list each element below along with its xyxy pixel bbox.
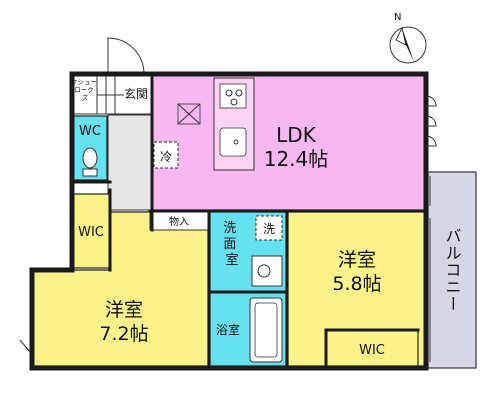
western-right-size: 5.8帖: [332, 273, 381, 295]
fridge-label: 冷: [160, 150, 172, 164]
bath-label: 浴室: [216, 322, 240, 337]
washer-label: 洗: [263, 222, 275, 236]
balcony-area: [427, 171, 477, 369]
fridge-space: 冷: [153, 141, 179, 169]
sink-icon: [219, 127, 247, 157]
toilet-icon: [82, 147, 98, 177]
compass-north-label: N: [394, 12, 401, 23]
western-right-name: 洋室: [338, 249, 376, 271]
ldk-size: 12.4帖: [264, 147, 329, 171]
entrance-door-icon: [107, 37, 145, 75]
wash-basin-icon: [251, 255, 283, 287]
shoe-closet-label: クシュー ローク ズ: [71, 78, 99, 102]
hallway: [107, 114, 153, 211]
wic-right-label: WIC: [359, 343, 385, 358]
wic-left-room: [71, 193, 111, 269]
western-left-name: 洋室: [105, 299, 143, 321]
bathtub-icon: [249, 297, 283, 363]
wc-label: WC: [79, 124, 101, 139]
entrance-floor: [96, 75, 153, 115]
stove-icon: [219, 83, 247, 109]
storage-label: 物入: [169, 215, 189, 228]
vent-icon: [177, 103, 201, 125]
washer-space: 洗: [255, 215, 283, 241]
walls: [29, 71, 429, 371]
entrance-label: 玄関: [124, 86, 148, 101]
western-left-size: 7.2帖: [99, 323, 148, 345]
wic-right-room: [325, 329, 419, 367]
balcony-label: バルコニー: [443, 228, 462, 313]
washroom-label: 洗 面 室: [223, 221, 240, 268]
windows: [19, 95, 437, 362]
wic-left-label: WIC: [78, 225, 104, 240]
compass-icon: N: [389, 12, 427, 64]
ldk-name: LDK: [276, 123, 317, 147]
